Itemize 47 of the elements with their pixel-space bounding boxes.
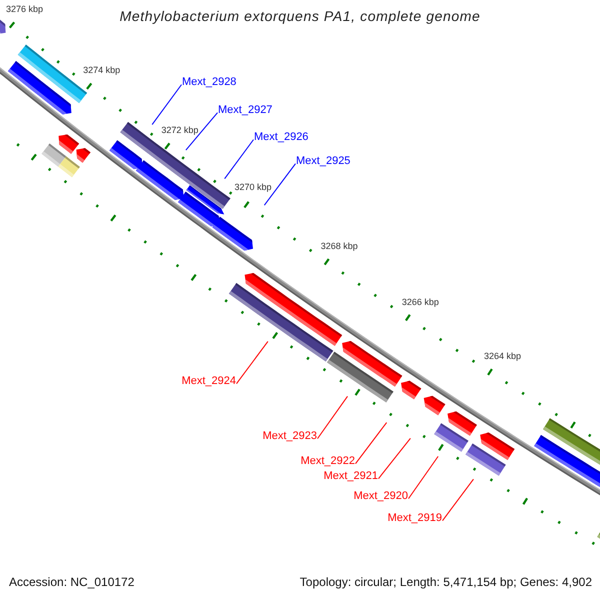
leader-line: [355, 422, 388, 464]
gene-label: Mext_2926: [254, 131, 308, 143]
gene-block: [178, 192, 220, 226]
gene-label: Mext_2920: [354, 490, 408, 502]
gene-label: Mext_2923: [262, 430, 317, 442]
gene-bar: [597, 532, 600, 539]
leader-line: [264, 163, 296, 206]
tick-label: 3266 kbp: [402, 296, 439, 307]
leader-line: [317, 396, 348, 440]
tick-label: 3272 kbp: [161, 125, 198, 136]
leader-line: [442, 478, 474, 522]
gene-bar: [534, 435, 600, 487]
gene-block: [0, 20, 6, 34]
gene-bar: [58, 156, 80, 178]
gene-block: [480, 432, 515, 460]
leader-line: [185, 112, 218, 151]
map-title: Methylobacterium extorquens PA1, complete genome: [120, 8, 480, 25]
gene-block: [136, 160, 184, 200]
gene-label: Mext_2919: [388, 512, 442, 524]
tick-label: 3276 kbp: [6, 4, 44, 14]
genome-stats-text: Topology: circular; Length: 5,471,154 bp; Genes: 4,902: [300, 575, 592, 589]
gene-block: [58, 134, 80, 154]
gene-label: Mext_2921: [324, 470, 378, 482]
tick-label: 3270 kbp: [234, 182, 272, 192]
gene-bar: [434, 423, 468, 452]
gene-label: Mext_2925: [296, 155, 350, 167]
gene-label: Mext_2924: [182, 375, 236, 387]
tick-label: 3264 kbp: [484, 351, 522, 361]
gene-block: [109, 140, 143, 170]
gene-block: [244, 273, 342, 346]
gene-block: [212, 216, 253, 251]
gene-label: Mext_2928: [182, 76, 236, 88]
leader-line: [236, 340, 268, 384]
leader-line: [224, 139, 254, 180]
gene-block: [76, 148, 90, 163]
accession-text: Accession: NC_010172: [9, 575, 134, 589]
gene-block: [342, 341, 402, 387]
tick-label: 3268 kbp: [320, 240, 358, 251]
leader-line: [378, 438, 411, 480]
leader-line: [152, 84, 182, 126]
gene-label: Mext_2922: [300, 455, 355, 467]
gene-block: [8, 61, 72, 114]
gene-label: Mext_2927: [218, 104, 272, 116]
tick-label: 3274 kbp: [83, 65, 120, 76]
gene-block: [401, 380, 422, 400]
leader-line: [408, 456, 439, 500]
gene-block: [424, 396, 446, 416]
